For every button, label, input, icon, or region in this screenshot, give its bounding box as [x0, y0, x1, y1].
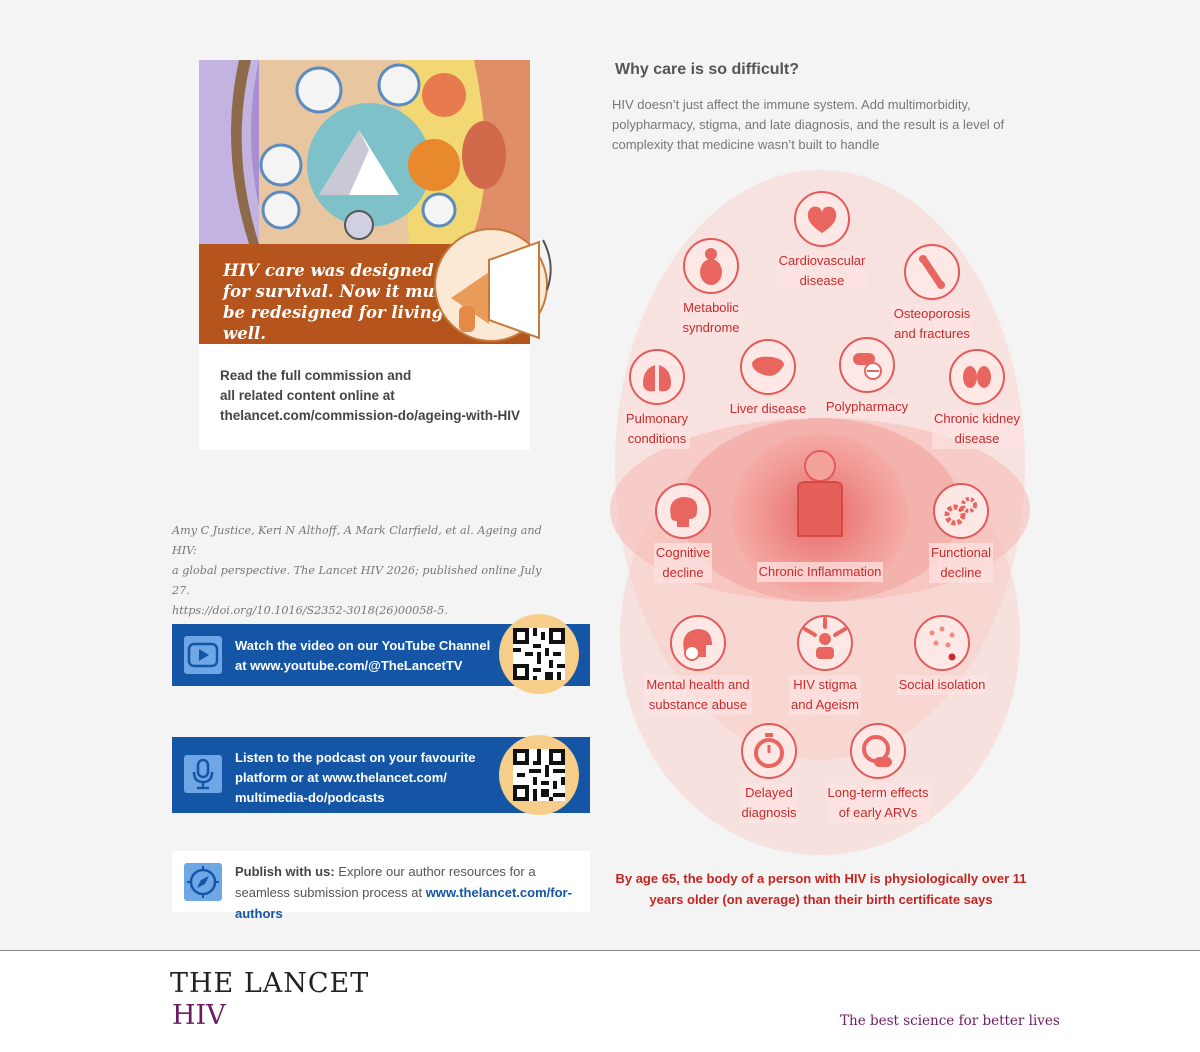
qr-code-icon[interactable]	[513, 628, 565, 680]
body-icon	[683, 238, 739, 294]
key-finding: By age 65, the body of a person with HIV…	[615, 871, 1027, 907]
dots-icon	[914, 615, 970, 671]
qr-code-icon[interactable]	[513, 749, 565, 801]
node-polypharmacy: Polypharmacy	[816, 337, 918, 417]
youtube-banner[interactable]: Watch the video on our YouTube Channel a…	[172, 614, 590, 694]
publish-description: Explore our author resources for a seaml…	[235, 864, 536, 900]
podcast-line-3[interactable]: multimedia-do/podcasts	[235, 790, 385, 805]
section-intro: HIV doesn’t just affect the immune syste…	[612, 97, 1005, 152]
youtube-link[interactable]: at www.youtube.com/@TheLancetTV	[235, 658, 463, 673]
human-figure-icon	[797, 450, 843, 537]
kidney-icon	[949, 349, 1005, 405]
head-pill-icon	[670, 615, 726, 671]
podcast-banner[interactable]: Listen to the podcast on your favourite …	[172, 735, 590, 815]
publish-text: Publish with us: Explore our author reso…	[235, 861, 575, 924]
node-liver: Liver disease	[718, 339, 818, 419]
cover-slogan: HIV care was designed for survival. Now …	[223, 261, 452, 343]
publish-heading: Publish with us:	[235, 864, 335, 879]
lungs-icon	[629, 349, 685, 405]
cover-illustration	[199, 60, 530, 244]
clock-pill-icon	[850, 723, 906, 779]
youtube-line-1: Watch the video on our YouTube Channel	[235, 638, 491, 653]
citation: Amy C Justice, Keri N Althoff, A Mark Cl…	[172, 521, 552, 621]
stopwatch-icon	[741, 723, 797, 779]
qr-badge	[499, 735, 579, 815]
node-label: Social isolation	[896, 675, 988, 695]
liver-icon	[740, 339, 796, 395]
play-icon	[184, 636, 222, 674]
commission-cover-card[interactable]: HIV care was designed for survival. Now …	[199, 60, 552, 450]
lancet-logo[interactable]: THE LANCET	[170, 968, 370, 999]
node-label: Liver disease	[727, 399, 809, 419]
pointing-hands-icon	[797, 615, 853, 671]
podcast-text: Listen to the podcast on your favourite …	[235, 748, 515, 808]
read-line-2: all related content online at	[220, 388, 395, 403]
youtube-text: Watch the video on our YouTube Channel a…	[235, 636, 515, 676]
microphone-icon	[184, 755, 222, 793]
center-label: Chronic Inflammation	[756, 562, 884, 582]
node-social-isolation: Social isolation	[892, 615, 992, 695]
gears-icon	[933, 483, 989, 539]
qr-badge	[499, 614, 579, 694]
tagline: The best science for better lives	[840, 1013, 1060, 1029]
podcast-line-1: Listen to the podcast on your favourite	[235, 750, 476, 765]
footer: THE LANCET HIV The best science for bett…	[0, 950, 1200, 1052]
bone-icon	[904, 244, 960, 300]
read-commission-text: Read the full commission and all related…	[220, 366, 520, 426]
chronic-inflammation-node: Chronic Inflammation	[742, 448, 898, 582]
node-label: Polypharmacy	[823, 397, 911, 417]
author-resources-link[interactable]: www.thelancet.com/for-authors	[235, 885, 572, 921]
compass-icon	[184, 863, 222, 901]
citation-line-2: a global perspective. The Lancet HIV 202…	[172, 564, 542, 597]
read-line-1: Read the full commission and	[220, 368, 412, 383]
citation-doi[interactable]: https://doi.org/10.1016/S2352-3018(26)00…	[172, 604, 448, 617]
publish-card[interactable]: Publish with us: Explore our author reso…	[172, 851, 590, 921]
heart-icon	[794, 191, 850, 247]
pills-icon	[839, 337, 895, 393]
podcast-line-2[interactable]: platform or at www.thelancet.com/	[235, 770, 447, 785]
journal-name: HIV	[172, 1000, 226, 1031]
brain-icon	[655, 483, 711, 539]
megaphone-icon	[431, 220, 561, 350]
section-title: Why care is so difficult?	[615, 61, 800, 78]
commission-link[interactable]: thelancet.com/commission-do/ageing-with-…	[220, 408, 521, 423]
citation-line-1: Amy C Justice, Keri N Althoff, A Mark Cl…	[172, 524, 542, 557]
